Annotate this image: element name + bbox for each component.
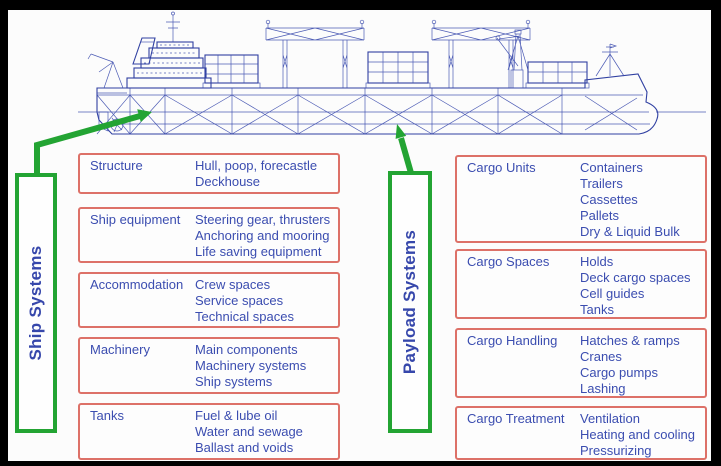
list-item: Lashing (580, 381, 626, 396)
cargo-spaces-items: Holds Deck cargo spaces Cell guides Tank… (580, 254, 701, 317)
cargo-units-items: Containers Trailers Cassettes Pallets Dr… (580, 160, 701, 241)
cargo-treatment-items: Ventilation Heating and cooling Pressuri… (580, 411, 701, 458)
list-item: Main components (195, 342, 298, 357)
list-item: Steering gear, thrusters (195, 212, 331, 227)
list-item: Fuel & lube oil (195, 408, 278, 423)
list-item: Trailers (580, 176, 623, 191)
cargo-treatment-label: Cargo Treatment (467, 411, 565, 426)
accommodation-label: Accommodation (90, 277, 184, 292)
list-item: Deck cargo spaces (580, 270, 691, 285)
tanks-items: Fuel & lube oil Water and sewage Ballast… (195, 408, 334, 458)
ship-equipment-items: Steering gear, thrusters Anchoring and m… (195, 212, 334, 261)
list-item: Hatches & ramps (580, 333, 680, 348)
accommodation-items: Crew spaces Service spaces Technical spa… (195, 277, 334, 326)
ship-equipment-box: Ship equipment Steering gear, thrusters … (78, 207, 340, 263)
structure-label: Structure (90, 158, 143, 173)
payload-systems-label-box: Payload Systems (388, 171, 432, 433)
list-item: Heating and cooling (580, 427, 695, 442)
payload-systems-title: Payload Systems (400, 229, 419, 375)
ship-equipment-label: Ship equipment (90, 212, 181, 227)
list-item: Dry & Liquid Bulk (580, 224, 680, 239)
list-item: Cassettes (580, 192, 638, 207)
tanks-label: Tanks (90, 408, 124, 423)
machinery-label: Machinery (90, 342, 150, 357)
ship-systems-title: Ship Systems (26, 245, 45, 361)
cargo-spaces-box: Cargo Spaces Holds Deck cargo spaces Cel… (455, 249, 707, 319)
payload-systems-arrow (395, 124, 414, 174)
cargo-spaces-label: Cargo Spaces (467, 254, 550, 269)
list-item: Service spaces (195, 293, 284, 308)
cargo-units-box: Cargo Units Containers Trailers Cassette… (455, 155, 707, 243)
cargo-treatment-box: Cargo Treatment Ventilation Heating and … (455, 406, 707, 460)
slide-background: Ship Systems Payload Systems Structure H… (8, 10, 711, 461)
list-item: Crew spaces (195, 277, 271, 292)
tanks-box: Tanks Fuel & lube oil Water and sewage B… (78, 403, 340, 460)
list-item: Holds (580, 254, 614, 269)
cargo-handling-items: Hatches & ramps Cranes Cargo pumps Lashi… (580, 333, 701, 396)
cargo-handling-box: Cargo Handling Hatches & ramps Cranes Ca… (455, 328, 707, 398)
list-item: Deckhouse (195, 174, 261, 189)
list-item: Pallets (580, 208, 620, 223)
list-item: Tanks (580, 302, 614, 317)
list-item: Cargo pumps (580, 365, 659, 380)
machinery-items: Main components Machinery systems Ship s… (195, 342, 334, 392)
list-item: Ship systems (195, 374, 273, 389)
cargo-units-label: Cargo Units (467, 160, 536, 175)
ship-systems-label-box: Ship Systems (15, 173, 57, 433)
ship-line-drawing (78, 11, 706, 135)
list-item: Containers (580, 160, 643, 175)
accommodation-box: Accommodation Crew spaces Service spaces… (78, 272, 340, 328)
list-item: Life saving equipment (195, 244, 322, 259)
list-item: Cell guides (580, 286, 645, 301)
list-item: Machinery systems (195, 358, 307, 373)
list-item: Ventilation (580, 411, 640, 426)
structure-items: Hull, poop, forecastle Deckhouse (195, 158, 334, 192)
cargo-handling-label: Cargo Handling (467, 333, 558, 348)
list-item: Hull, poop, forecastle (195, 158, 318, 173)
list-item: Anchoring and mooring (195, 228, 330, 243)
list-item: Pressurizing (580, 443, 652, 458)
list-item: Cranes (580, 349, 622, 364)
list-item: Ballast and voids (195, 440, 294, 455)
list-item: Technical spaces (195, 309, 294, 324)
structure-box: Structure Hull, poop, forecastle Deckhou… (78, 153, 340, 194)
machinery-box: Machinery Main components Machinery syst… (78, 337, 340, 394)
list-item: Water and sewage (195, 424, 303, 439)
